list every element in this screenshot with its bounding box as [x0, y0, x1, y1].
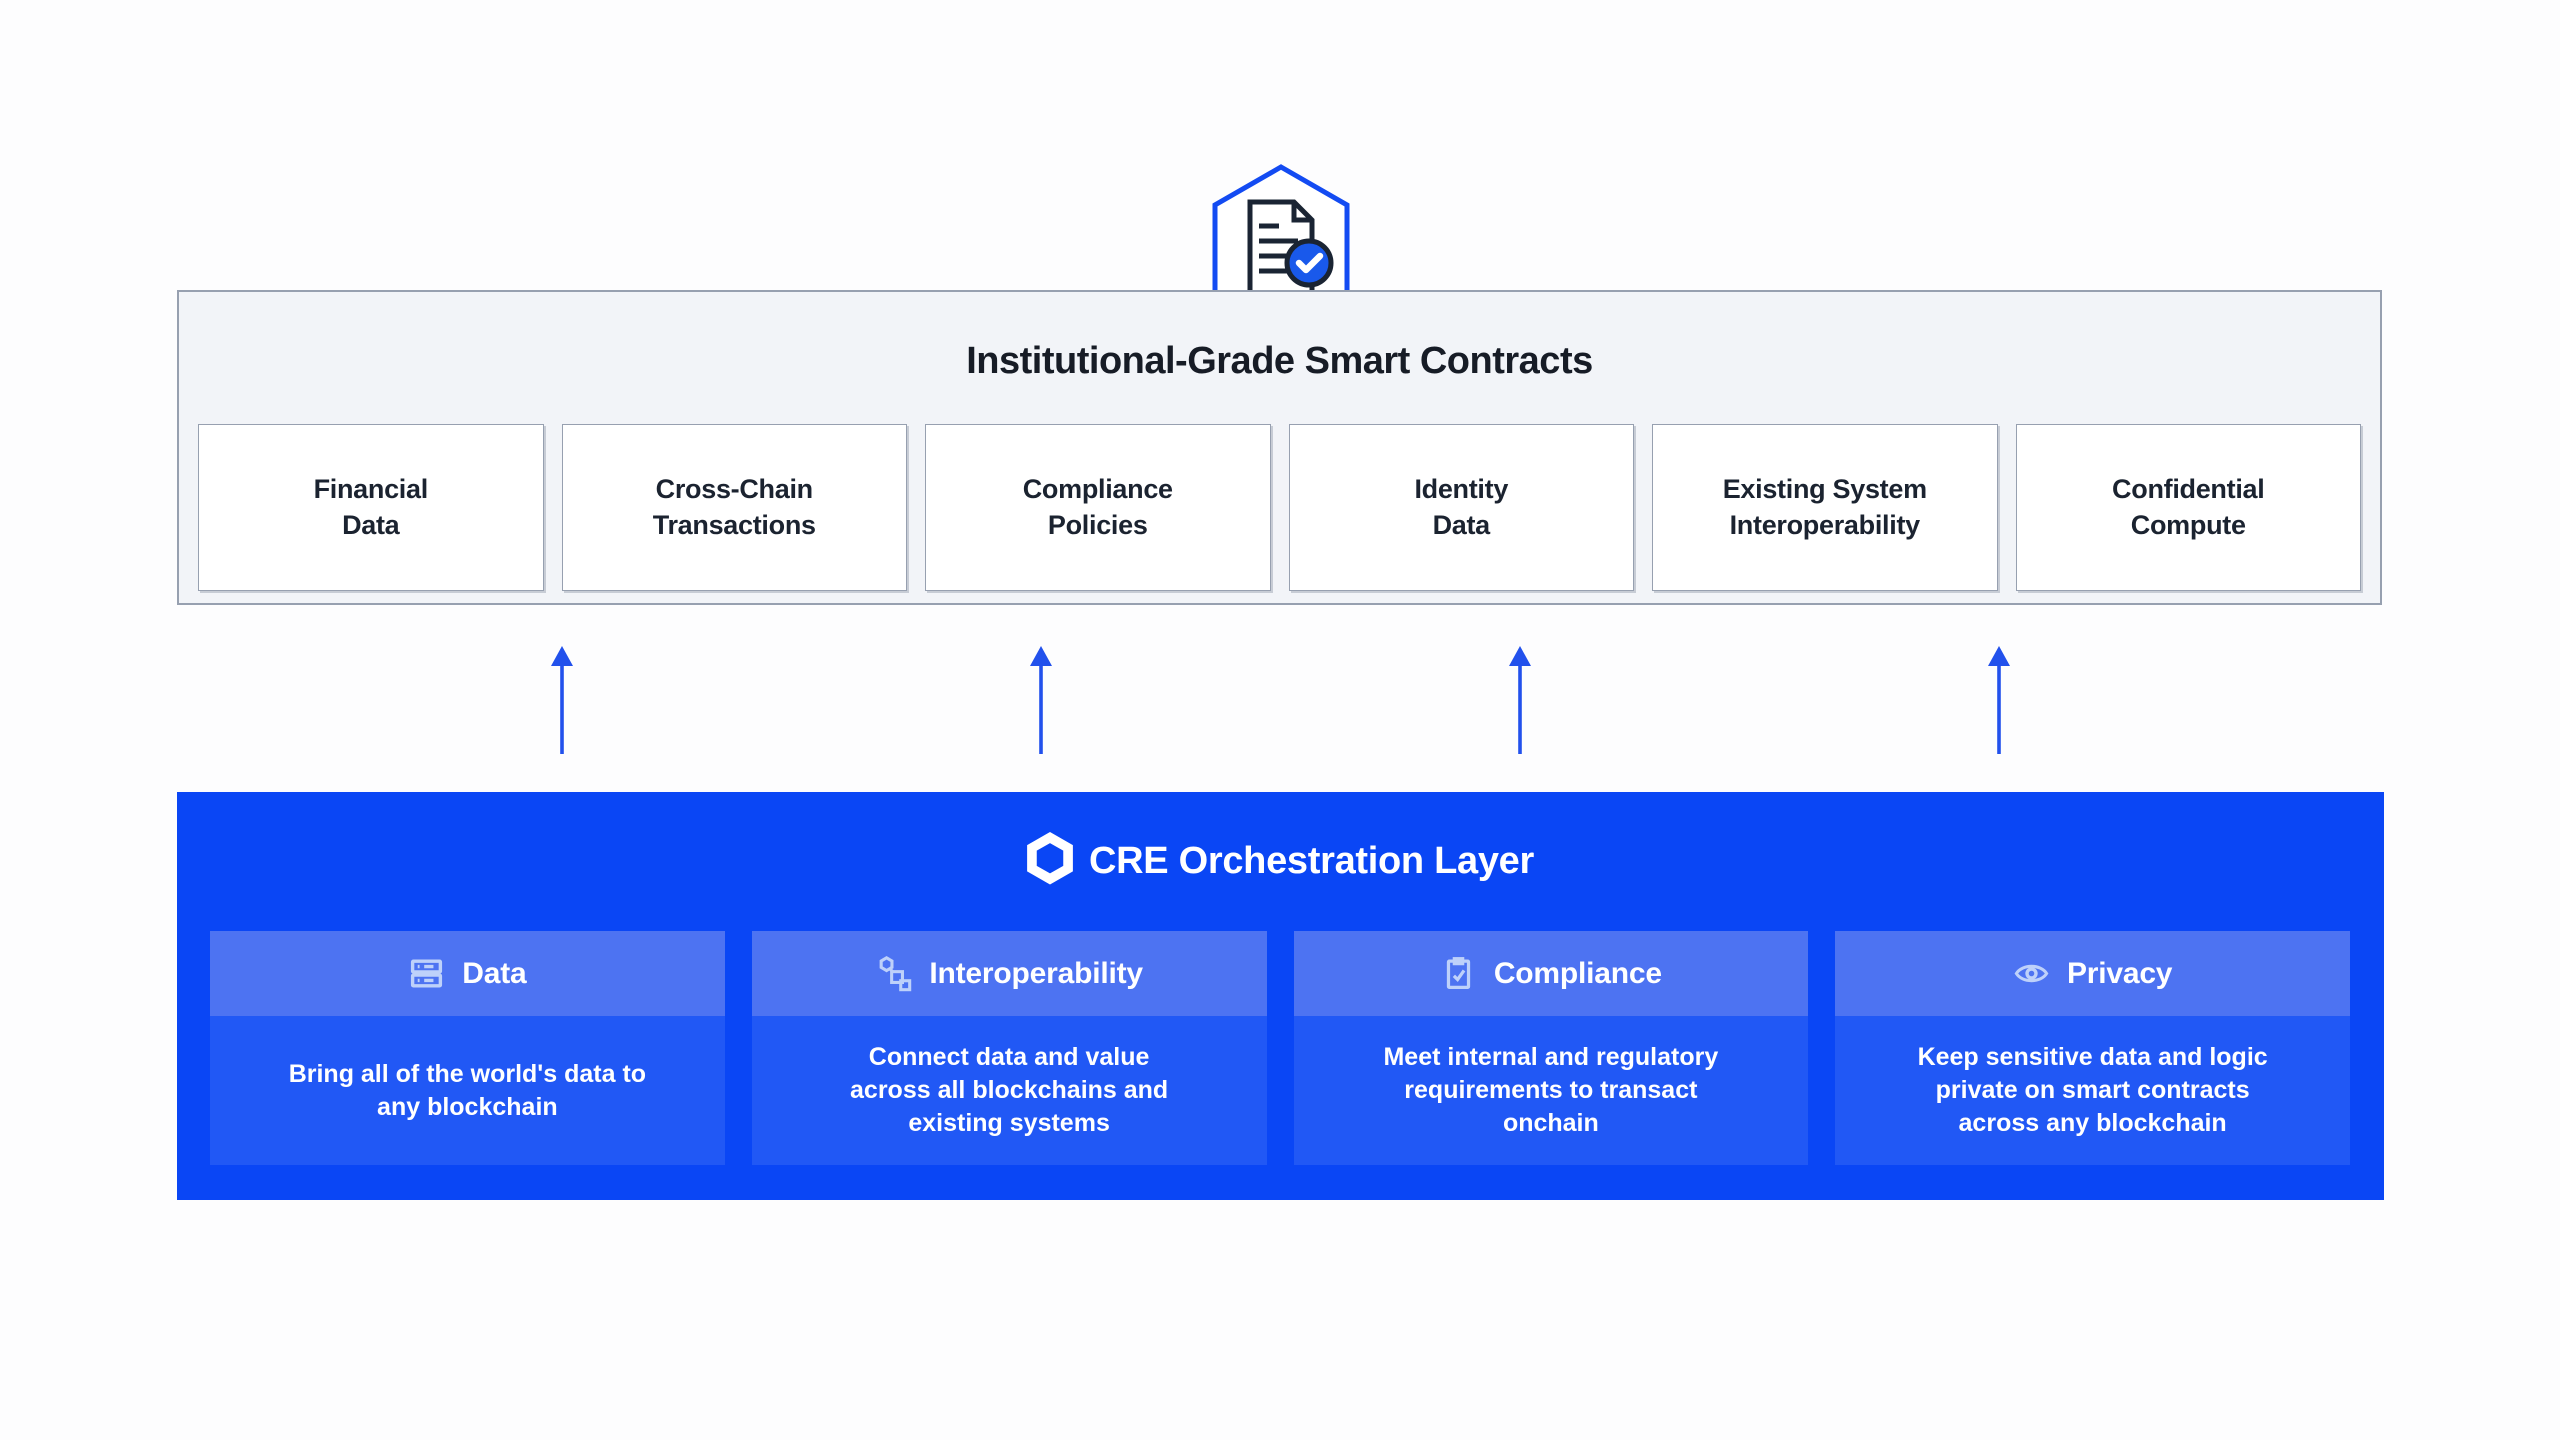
up-arrow-icon — [1029, 646, 1053, 754]
card-compliance: Compliance Meet internal and regulatory … — [1293, 931, 1809, 1165]
card-compliance-description: Meet internal and regulatory requirement… — [1293, 1016, 1809, 1165]
cre-cards-row: Data Bring all of the world's data to an… — [210, 931, 2350, 1165]
up-arrow-icon — [550, 646, 574, 754]
eye-icon — [2013, 955, 2050, 992]
smart-contracts-panel: Institutional-Grade Smart Contracts Fina… — [177, 290, 2382, 605]
clipboard-check-icon — [1440, 955, 1477, 992]
box-confidential-compute: Confidential Compute — [2015, 424, 2361, 591]
box-cross-chain-transactions: Cross-Chain Transactions — [561, 424, 907, 591]
card-data-header: Data — [210, 931, 725, 1016]
card-interoperability: Interoperability Connect data and value … — [751, 931, 1267, 1165]
card-compliance-title: Compliance — [1493, 956, 1662, 990]
card-interoperability-title: Interoperability — [929, 956, 1143, 990]
smart-contracts-title: Institutional-Grade Smart Contracts — [966, 340, 1593, 382]
card-interoperability-header: Interoperability — [751, 931, 1267, 1016]
box-identity-data: Identity Data — [1288, 424, 1634, 591]
cre-layer-title: CRE Orchestration Layer — [1088, 839, 1535, 882]
connected-shapes-icon — [875, 955, 912, 992]
cre-orchestration-layer-panel: CRE Orchestration Layer Data Bring all o… — [177, 792, 2384, 1200]
card-privacy-header: Privacy — [1835, 931, 2350, 1016]
cre-layer-header: CRE Orchestration Layer — [177, 832, 2384, 890]
box-financial-data: Financial Data — [198, 424, 544, 591]
card-data-description: Bring all of the world's data to any blo… — [210, 1016, 725, 1165]
card-privacy: Privacy Keep sensitive data and logic pr… — [1835, 931, 2350, 1165]
box-existing-system-interoperability: Existing System Interoperability — [1652, 424, 1998, 591]
card-interoperability-description: Connect data and value across all blockc… — [751, 1016, 1267, 1165]
server-rack-icon — [408, 955, 445, 992]
up-arrow-icon — [1987, 646, 2011, 754]
card-data: Data Bring all of the world's data to an… — [210, 931, 725, 1165]
card-privacy-title: Privacy — [2066, 956, 2173, 990]
smart-contracts-box-row: Financial Data Cross-Chain Transactions … — [198, 424, 2361, 591]
card-privacy-description: Keep sensitive data and logic private on… — [1835, 1016, 2350, 1165]
up-arrow-icon — [1508, 646, 1532, 754]
box-compliance-policies: Compliance Policies — [925, 424, 1271, 591]
card-compliance-header: Compliance — [1293, 931, 1809, 1016]
chainlink-hexagon-logo — [1027, 832, 1073, 890]
card-data-title: Data — [462, 956, 527, 990]
